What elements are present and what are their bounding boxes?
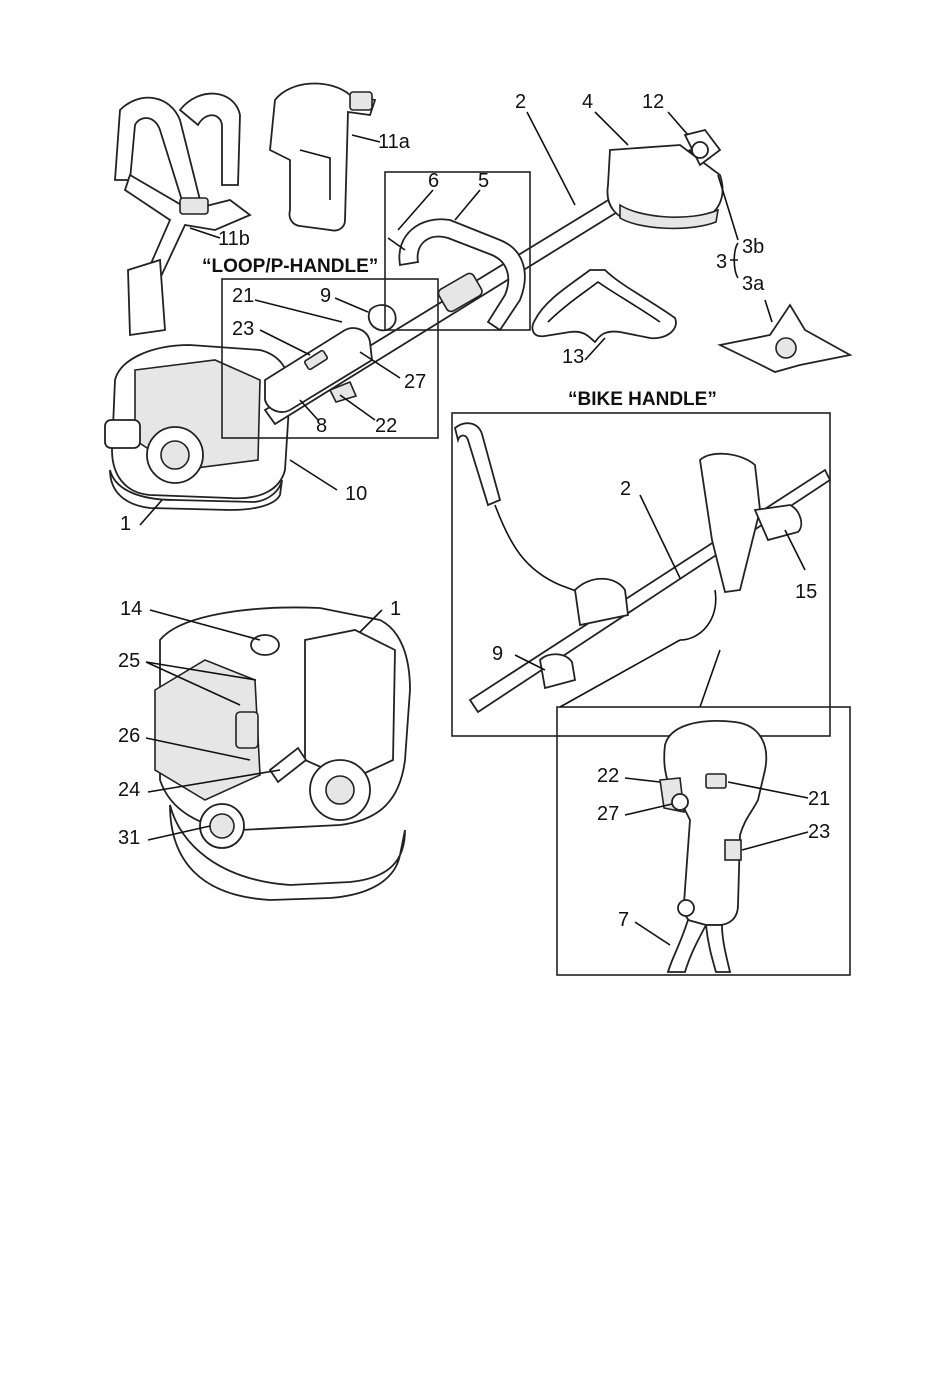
loop-handle-heading: “LOOP/P-HANDLE” — [202, 256, 378, 277]
bike-handle-assembly — [455, 423, 830, 712]
label-2-shaft: 2 — [515, 91, 526, 113]
label-11a: 11a — [378, 131, 411, 153]
label-22-loop: 22 — [375, 415, 397, 437]
bike-handle-heading: “BIKE HANDLE” — [568, 389, 717, 410]
label-23-bike: 23 — [808, 821, 830, 843]
engine-unit — [105, 345, 290, 510]
label-14: 14 — [120, 598, 142, 620]
label-9-bike: 9 — [492, 643, 503, 665]
label-23-loop: 23 — [232, 318, 254, 340]
label-7: 7 — [618, 909, 629, 931]
label-21-loop: 21 — [232, 285, 254, 307]
label-27-loop: 27 — [404, 371, 426, 393]
label-26: 26 — [118, 725, 140, 747]
label-24: 24 — [118, 779, 140, 801]
label-10: 10 — [345, 483, 367, 505]
shoulder-harness — [115, 94, 250, 335]
handle-guard — [532, 270, 676, 342]
label-22-bike: 22 — [597, 765, 619, 787]
metal-blade — [720, 305, 850, 372]
label-31: 31 — [118, 827, 140, 849]
label-15: 15 — [795, 581, 817, 603]
label-27-bike: 27 — [597, 803, 619, 825]
label-12-head: 12 — [642, 91, 664, 113]
label-13: 13 — [562, 346, 584, 368]
label-1-main: 1 — [120, 513, 131, 535]
label-3: 3 — [716, 251, 727, 273]
label-8: 8 — [316, 415, 327, 437]
label-5: 5 — [478, 170, 489, 192]
label-21-bike: 21 — [808, 788, 830, 810]
belt-pad — [270, 84, 375, 231]
label-3a: 3a — [742, 273, 765, 295]
engine-closeup — [155, 607, 410, 900]
cutting-guard — [607, 130, 722, 228]
label-9-loop: 9 — [320, 285, 331, 307]
label-1-engine: 1 — [390, 598, 401, 620]
label-25: 25 — [118, 650, 140, 672]
label-2-bike: 2 — [620, 478, 631, 500]
bike-handle-detail — [660, 721, 766, 972]
label-3b: 3b — [742, 236, 764, 258]
label-6: 6 — [428, 170, 439, 192]
label-11b: 11b — [218, 228, 250, 250]
label-4-guard: 4 — [582, 91, 593, 113]
